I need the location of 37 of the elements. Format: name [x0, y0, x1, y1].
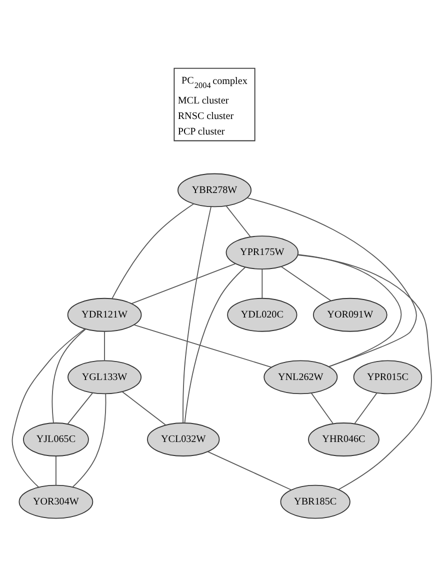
connector — [67, 392, 93, 424]
connector — [262, 268, 263, 298]
node-ellipse: YBR185C — [280, 484, 350, 519]
node-ellipse: YDR121W — [67, 298, 142, 332]
connector — [310, 392, 334, 424]
connector — [122, 391, 166, 426]
node-ellipse: YNL262W — [264, 360, 338, 394]
legend-label: RNSC cluster — [178, 111, 234, 122]
node-ellipse: YGL133W — [68, 360, 142, 394]
node-ellipse: YJL065C — [23, 422, 89, 456]
node-ellipse: YCL032W — [147, 422, 220, 456]
connector — [207, 451, 292, 490]
legend-label: MCL cluster — [178, 95, 229, 106]
connector — [182, 206, 212, 424]
connector — [226, 206, 251, 238]
node-ellipse: YBR278W — [178, 173, 252, 208]
connector — [184, 266, 246, 424]
node-ellipse: YOR304W — [18, 484, 94, 519]
connector — [297, 254, 402, 368]
connector — [297, 254, 432, 490]
node-ellipse: YPR175W — [226, 236, 299, 270]
connector — [280, 266, 332, 302]
connector — [354, 392, 378, 424]
connector — [112, 203, 194, 299]
node-ellipse: YDL020C — [227, 298, 298, 332]
legend-label: PCP cluster — [178, 126, 225, 138]
node-ellipse: YPR015C — [353, 360, 422, 394]
connector — [52, 328, 86, 424]
connector — [72, 393, 106, 488]
legend-label: PC$_{2004}$ complex — [182, 75, 248, 90]
node-ellipse: YHR046C — [308, 422, 380, 456]
connector — [131, 263, 236, 304]
connector — [134, 324, 272, 368]
connector — [12, 328, 86, 488]
connector — [246, 197, 417, 368]
connector — [104, 331, 105, 361]
node-ellipse: YOR091W — [312, 298, 388, 332]
